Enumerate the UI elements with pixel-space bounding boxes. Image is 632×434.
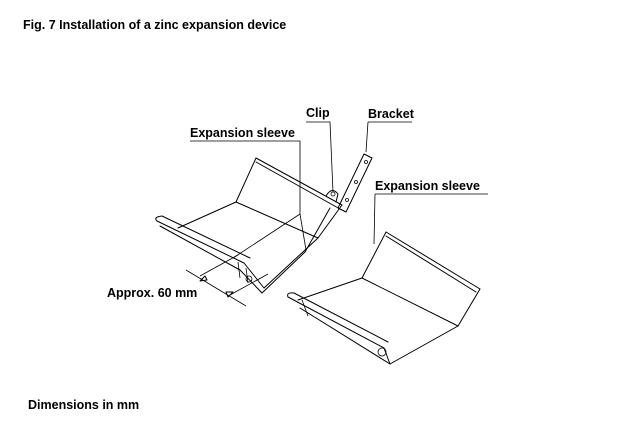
dimension-line xyxy=(185,254,269,307)
leader-lines xyxy=(190,121,488,245)
dimension-label: Approx. 60 mm xyxy=(107,286,198,300)
clip xyxy=(325,190,339,203)
expansion-sleeve-label-right: Expansion sleeve xyxy=(375,179,480,193)
expansion-sleeve-label-left: Expansion sleeve xyxy=(190,126,295,140)
clip-label: Clip xyxy=(306,106,330,120)
bracket xyxy=(337,153,373,213)
dimensions-note: Dimensions in mm xyxy=(28,398,140,412)
right-expansion-sleeve xyxy=(287,231,481,365)
left-expansion-sleeve xyxy=(155,157,343,294)
figure-title: Fig. 7 Installation of a zinc expansion … xyxy=(23,18,287,32)
bracket-label: Bracket xyxy=(368,107,414,121)
